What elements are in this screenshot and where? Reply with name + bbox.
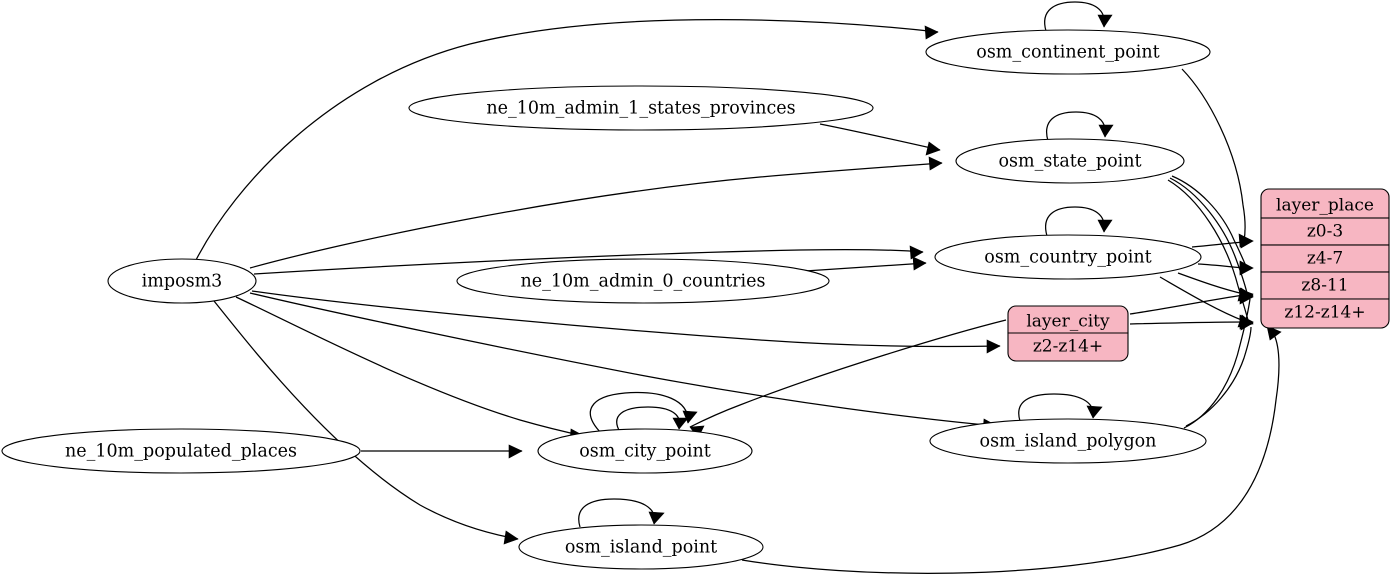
edge-imposm3-to-osm_state_point [249, 156, 943, 269]
edge-osm_island_polygon-to-layer_place-z8-11 [1183, 290, 1254, 429]
edge-layer_city-to-layer_place-z12-z14 [1129, 315, 1254, 330]
edge-osm_island_polygon-to-layer_place-z12-z14 [1185, 316, 1254, 427]
edge-osm_country_point-to-layer_place-z12-z14 [1159, 276, 1254, 328]
edge-ne_admin0-to-osm_country_point [804, 256, 927, 272]
node-osm-continent-point[interactable]: osm_continent_point [925, 29, 1211, 75]
edge-layer_city-to-osm_city_point [689, 319, 1007, 439]
edge-osm_country_point-to-layer_place-z4-7 [1197, 261, 1254, 276]
edge-self-loop-osm_island_polygon [1018, 393, 1103, 422]
node-ne-10m-populated-places[interactable]: ne_10m_populated_places [1, 428, 361, 474]
node-osm-city-point[interactable]: osm_city_point [537, 428, 753, 474]
node-imposm3[interactable]: imposm3 [107, 258, 257, 304]
edge-self-loop-osm_island_point [578, 498, 665, 528]
node-osm-country-point[interactable]: osm_country_point [934, 234, 1202, 280]
edge-layer_city-to-layer_place-z8-11 [1129, 288, 1254, 315]
edge-self-loop-osm_continent_point [1044, 1, 1113, 32]
edge-self-loop-outer-osm_city_point [589, 391, 698, 435]
node-osm-island-point[interactable]: osm_island_point [518, 524, 764, 570]
edge-self-loop-inner-osm_city_point [616, 406, 689, 433]
edge-imposm3-to-osm_country_point [253, 245, 924, 275]
edge-ne_places-to-osm_city_point [361, 444, 523, 459]
record-node-layer-place[interactable]: layer_place z0-3 z4-7 z8-11 z12-z14+ [1260, 188, 1390, 329]
edge-imposm3-to-layer_city-z2z14 [251, 290, 1001, 354]
edge-imposm3-to-osm_island_point [213, 300, 519, 545]
node-layer: imposm3 ne_10m_admin_1_states_provinces … [1, 29, 1390, 570]
node-osm-island-polygon[interactable]: osm_island_polygon [929, 418, 1207, 464]
edge-osm_island_point-to-layer_place-z12-z14 [741, 325, 1282, 574]
record-node-layer-city[interactable]: layer_city z2-z14+ [1007, 305, 1129, 362]
node-osm-state-point[interactable]: osm_state_point [955, 138, 1185, 184]
node-ne-10m-admin-0-countries[interactable]: ne_10m_admin_0_countries [456, 258, 830, 304]
node-ne-10m-admin-1-states-provinces[interactable]: ne_10m_admin_1_states_provinces [408, 85, 874, 131]
edge-osm_country_point-to-layer_place-z0-3 [1191, 234, 1254, 249]
edge-ne_admin1-to-osm_state_point [819, 123, 941, 156]
edge-self-loop-osm_state_point [1046, 111, 1114, 142]
edge-self-loop-osm_country_point [1045, 206, 1113, 237]
edge-imposm3-to-osm_continent_point [195, 19, 939, 261]
edge-osm_continent_point-to-layer_place-z0-3 [1181, 68, 1254, 248]
edge-imposm3-to-osm_city_point [235, 296, 585, 443]
